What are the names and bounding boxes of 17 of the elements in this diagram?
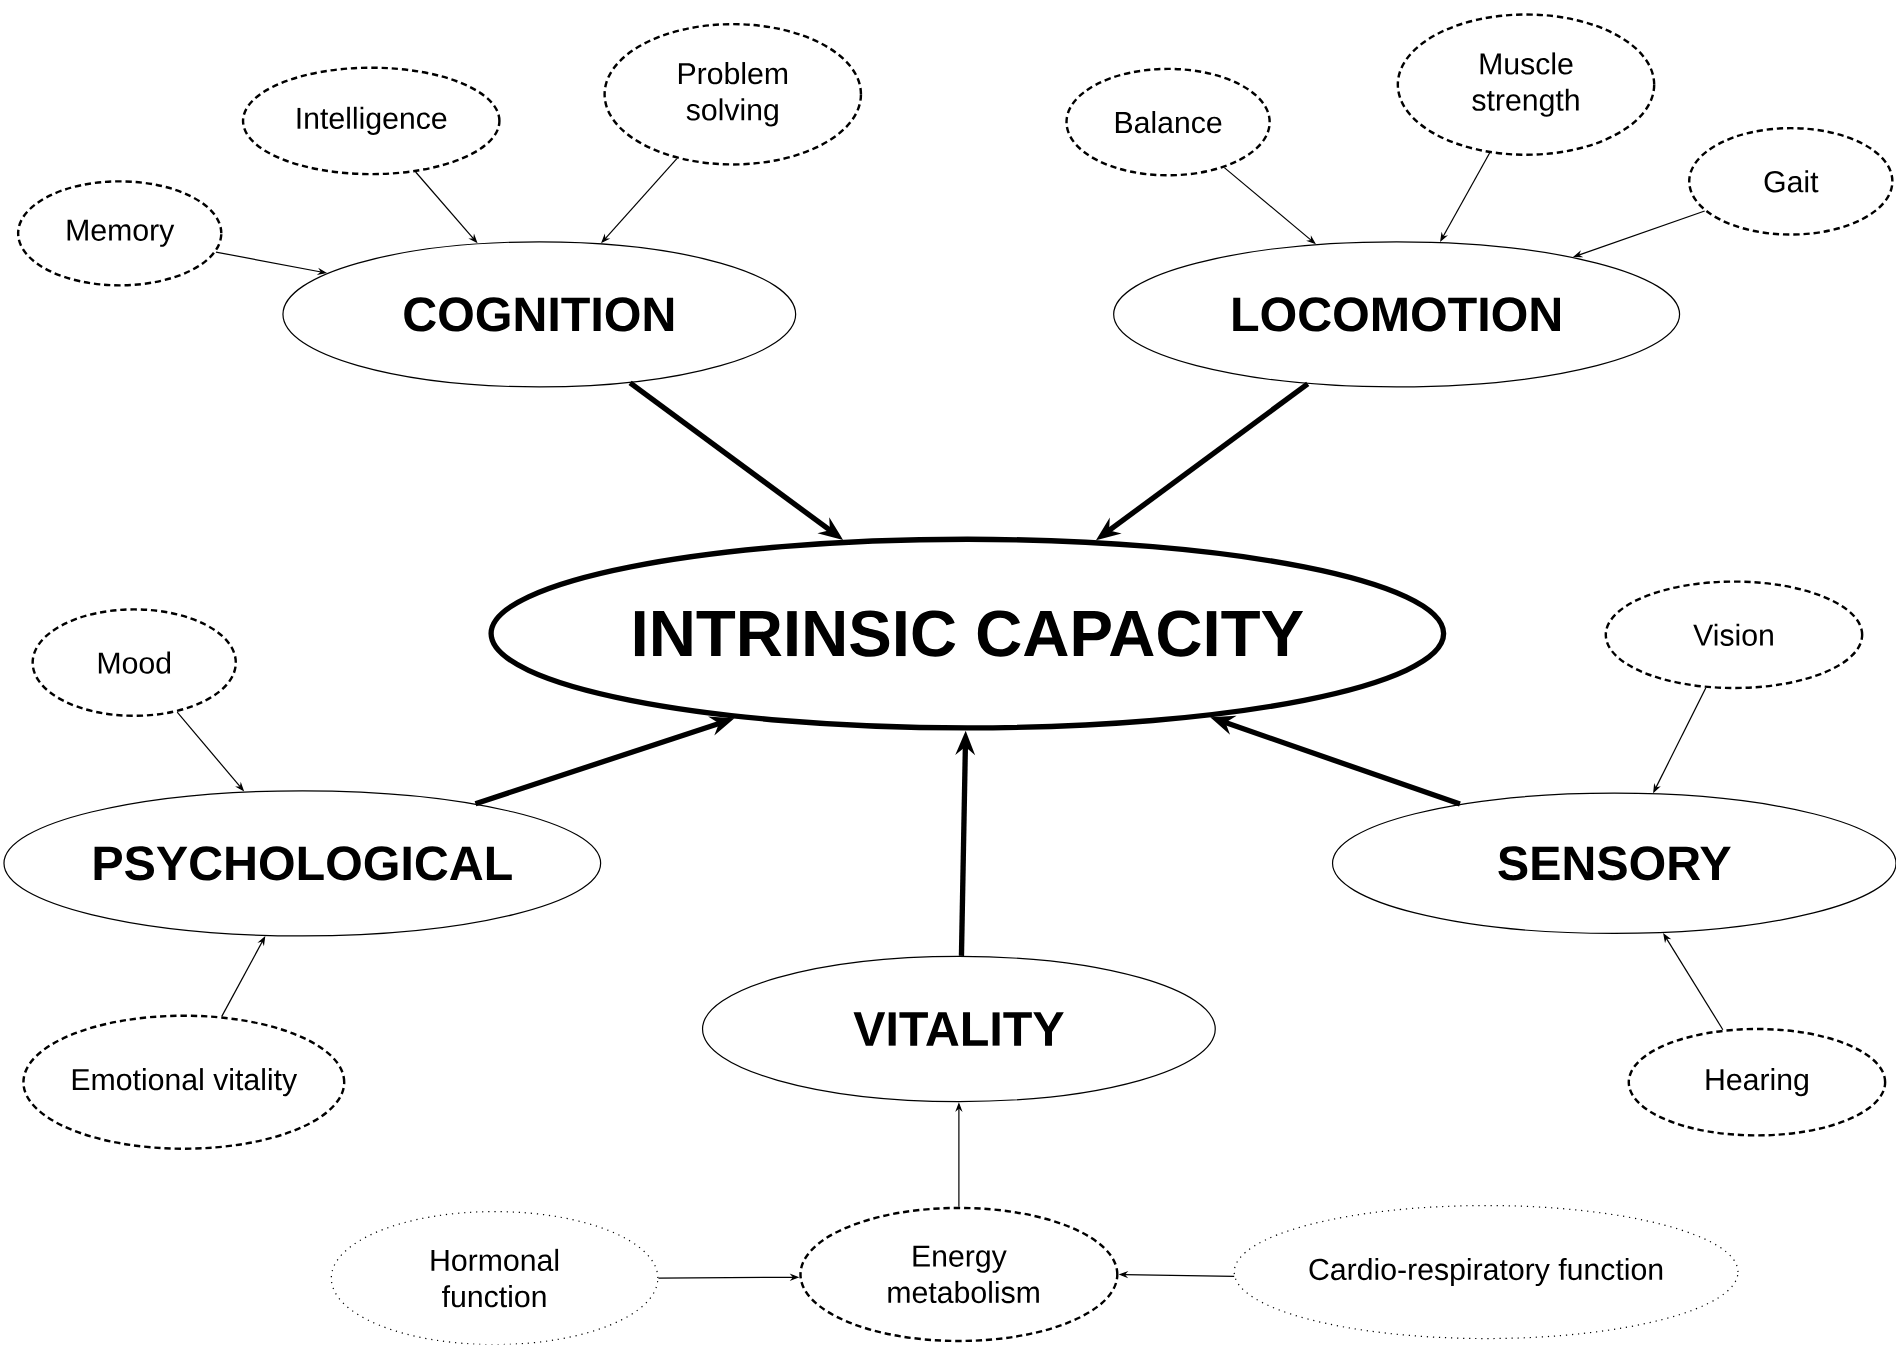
ellipse-node: Problem solving	[603, 23, 863, 166]
ellipse-node: Vision	[1604, 580, 1864, 690]
ellipse-node: Energy metabolism	[799, 1206, 1119, 1343]
ellipse-node: Cardio-respiratory function	[1233, 1205, 1739, 1340]
ellipse-node: COGNITION	[282, 241, 797, 388]
ellipse-node: INTRINSIC CAPACITY	[488, 536, 1447, 731]
ellipse-node: Mood	[31, 608, 237, 718]
ellipse-node: Memory	[16, 180, 223, 287]
ellipse-node: Hearing	[1627, 1028, 1887, 1137]
ellipse-node: Gait	[1688, 127, 1894, 236]
ellipse-node: Intelligence	[241, 66, 501, 176]
ellipse-node: PSYCHOLOGICAL	[3, 790, 602, 937]
ellipse-node: Muscle strength	[1396, 13, 1656, 157]
ellipse-node: VITALITY	[701, 956, 1216, 1103]
ellipse-node: Balance	[1065, 67, 1271, 177]
ellipse-node: Emotional vitality	[22, 1014, 346, 1151]
ellipse-node: LOCOMOTION	[1113, 241, 1681, 388]
